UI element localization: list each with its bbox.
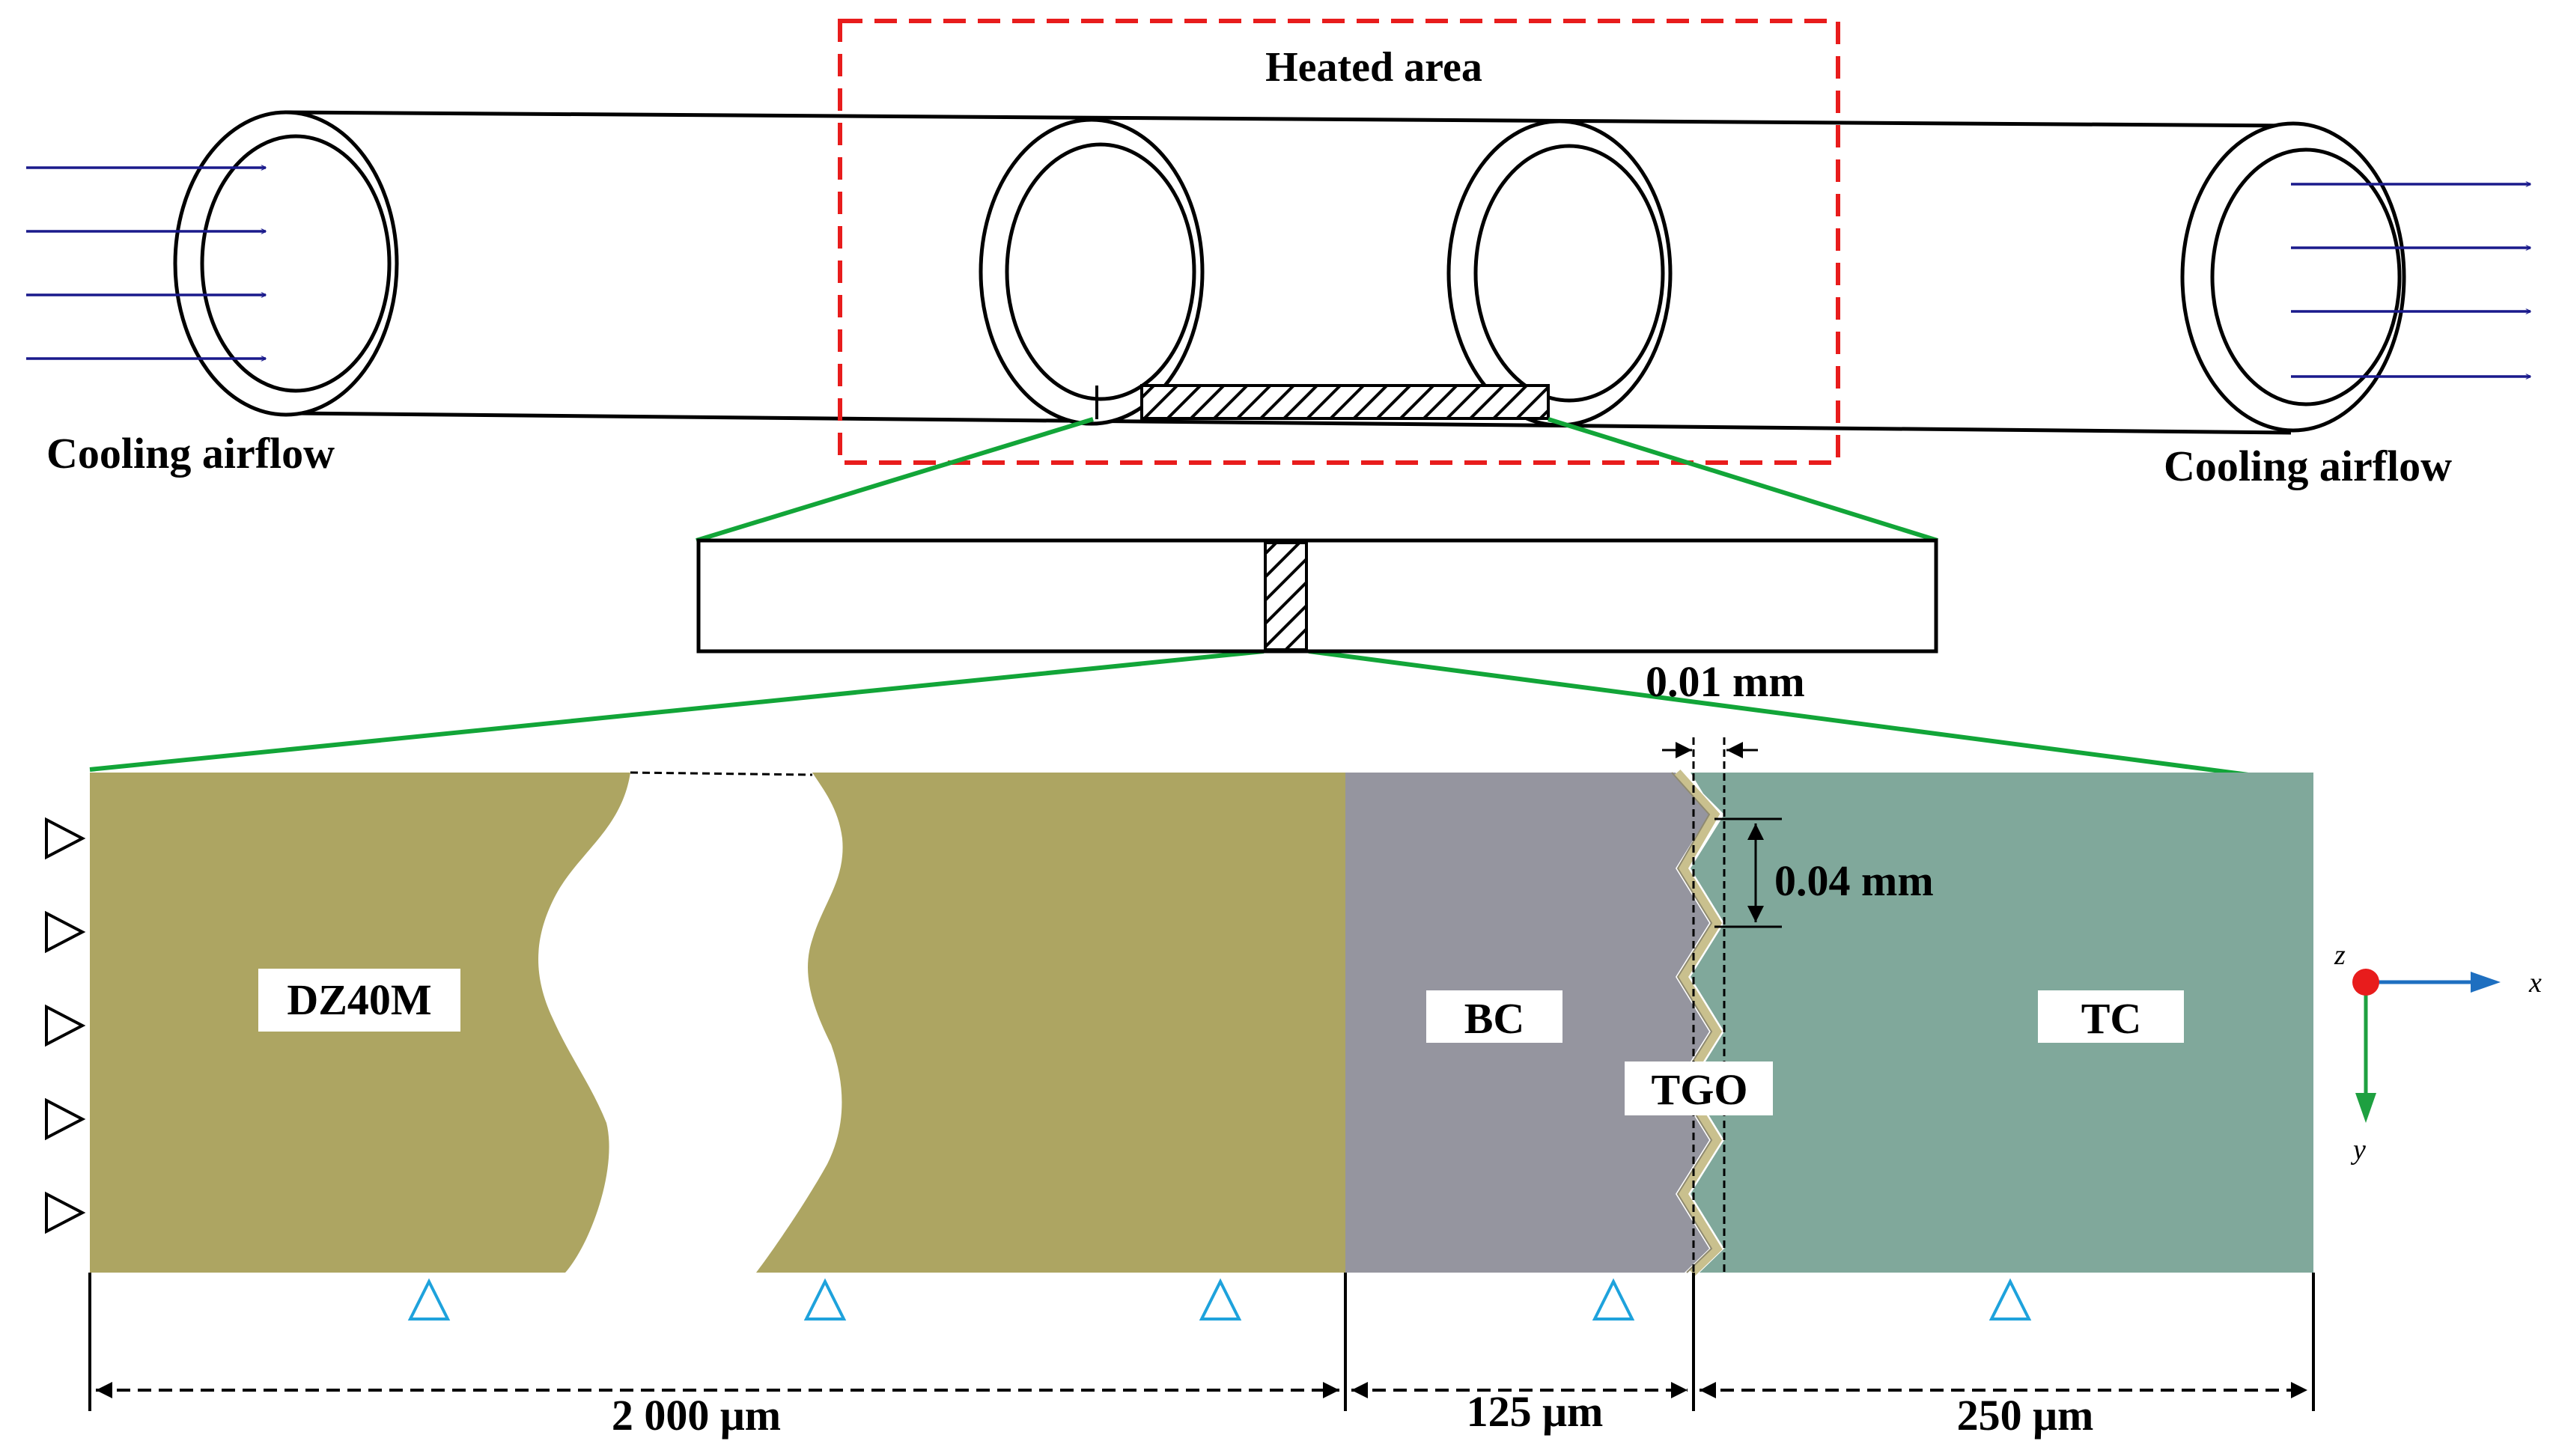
tgo-thickness-label: 0.01 mm xyxy=(1646,657,1805,706)
coordinate-axes: x y z xyxy=(2334,939,2542,1166)
tube-schematic: Heated area Cooling airflow Cooling airf… xyxy=(26,19,2531,490)
tgo-label: TGO xyxy=(1652,1065,1748,1114)
zoom-lines xyxy=(89,417,2301,784)
dimension-lines xyxy=(88,1273,2315,1411)
heated-area-label: Heated area xyxy=(1265,44,1482,91)
bond-coat-label: BC xyxy=(1464,994,1525,1043)
airflow-arrows-left xyxy=(26,168,266,359)
cooling-airflow-left-label: Cooling airflow xyxy=(46,429,335,478)
strip-hatched-slice xyxy=(1264,541,1308,651)
top-coat-label: TC xyxy=(2081,994,2142,1043)
layered-model: 0.04 mm DZ40M BC TGO TC xyxy=(90,737,2313,1276)
left-boundary-triangles xyxy=(45,817,86,1234)
substrate-label: DZ40M xyxy=(287,975,431,1024)
substrate-right-piece xyxy=(756,773,1345,1273)
airflow-arrows-right xyxy=(2291,184,2531,377)
cooling-airflow-right-label: Cooling airflow xyxy=(2164,442,2452,490)
dim-substrate-label: 2 000 μm xyxy=(612,1391,781,1440)
heated-area-frame xyxy=(838,19,1840,465)
tube-right-end-ring xyxy=(2180,121,2406,433)
axis-z-label: z xyxy=(2334,939,2346,971)
substrate-break-dashed xyxy=(630,771,813,776)
bottom-constraint-triangles xyxy=(407,1278,2032,1321)
dim-tc-label: 250 μm xyxy=(1957,1391,2094,1440)
coating-strip-hatched xyxy=(1140,384,1550,420)
tube-left-end-ring xyxy=(173,110,399,417)
tube-top-edge xyxy=(284,110,2295,128)
axis-y-label: y xyxy=(2350,1134,2366,1166)
top-coat-layer xyxy=(1691,773,2313,1273)
tube-bottom-edge xyxy=(291,411,2292,435)
tube-ring-a xyxy=(979,118,1205,426)
middle-strip xyxy=(696,538,1938,654)
wave-period-label: 0.04 mm xyxy=(1774,856,1934,905)
tube-ring-b xyxy=(1446,119,1673,427)
dim-bc-label: 125 μm xyxy=(1467,1387,1604,1436)
axis-x-label: x xyxy=(2528,967,2542,999)
origin-dot xyxy=(2352,969,2379,996)
